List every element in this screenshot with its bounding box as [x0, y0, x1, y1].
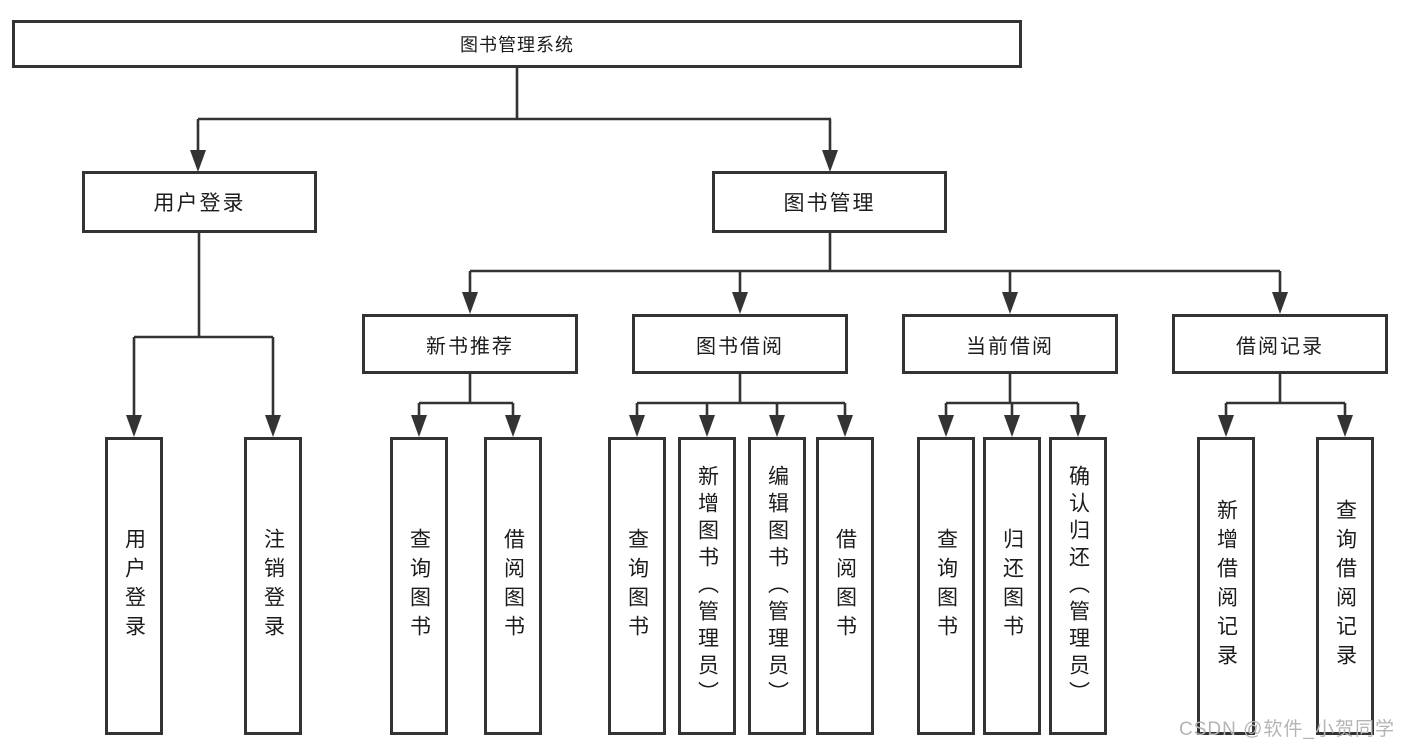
- leaf-borrow-book: 借阅图书: [484, 437, 542, 735]
- leaf-query-borrow-record: 查询借阅记录: [1316, 437, 1374, 735]
- leaf-query-book: 查询图书: [608, 437, 666, 735]
- leaf-return-book: 归还图书: [983, 437, 1041, 735]
- leaf-query-book: 查询图书: [390, 437, 448, 735]
- node-book-management-label: 图书管理: [783, 192, 876, 215]
- node-root: 图书管理系统: [12, 20, 1022, 68]
- node-borrow-record-label: 借阅记录: [1236, 335, 1324, 358]
- leaf-borrow-book-label: 借阅图书: [833, 528, 857, 644]
- connector-book-mgmt-to-level3: [462, 233, 1288, 314]
- leaf-add-borrow-record: 新增借阅记录: [1197, 437, 1255, 735]
- connector-new-book-rec-to-leaves: [411, 374, 521, 437]
- leaf-borrow-book: 借阅图书: [816, 437, 874, 735]
- leaf-user-login: 用户登录: [105, 437, 163, 735]
- leaf-return-book-label: 归还图书: [1000, 528, 1024, 644]
- leaf-edit-book-admin-label: 编辑图书（管理员）: [765, 464, 789, 708]
- leaf-confirm-return-admin-label: 确认归还（管理员）: [1066, 464, 1090, 708]
- leaf-add-book-admin: 新增图书（管理员）: [678, 437, 736, 735]
- node-book-management: 图书管理: [712, 171, 947, 233]
- node-user-login-label: 用户登录: [153, 192, 246, 215]
- connector-book-borrow-to-leaves: [629, 374, 853, 437]
- leaf-user-login-label: 用户登录: [122, 528, 146, 644]
- leaf-logout: 注销登录: [244, 437, 302, 735]
- connector-user-login-to-leaves: [126, 233, 281, 437]
- leaf-query-book-label: 查询图书: [934, 528, 958, 644]
- node-current-borrow: 当前借阅: [902, 314, 1118, 374]
- leaf-logout-label: 注销登录: [261, 528, 285, 644]
- node-book-borrow-label: 图书借阅: [696, 335, 784, 358]
- connector-borrow-record-to-leaves: [1218, 374, 1353, 437]
- connector-root-to-level2: [190, 68, 838, 172]
- leaf-edit-book-admin: 编辑图书（管理员）: [748, 437, 806, 735]
- leaf-query-book-label: 查询图书: [407, 528, 431, 644]
- node-current-borrow-label: 当前借阅: [966, 335, 1054, 358]
- node-borrow-record: 借阅记录: [1172, 314, 1388, 374]
- leaf-borrow-book-label: 借阅图书: [501, 528, 525, 644]
- node-book-borrow: 图书借阅: [632, 314, 848, 374]
- leaf-query-book: 查询图书: [917, 437, 975, 735]
- leaf-confirm-return-admin: 确认归还（管理员）: [1049, 437, 1107, 735]
- node-new-book-recommend: 新书推荐: [362, 314, 578, 374]
- leaf-query-borrow-record-label: 查询借阅记录: [1333, 499, 1357, 673]
- csdn-watermark: CSDN @软件_小贺同学: [1179, 719, 1395, 740]
- leaf-query-book-label: 查询图书: [625, 528, 649, 644]
- node-root-label: 图书管理系统: [460, 35, 574, 55]
- leaf-add-book-admin-label: 新增图书（管理员）: [695, 464, 719, 708]
- node-user-login: 用户登录: [82, 171, 317, 233]
- node-new-book-recommend-label: 新书推荐: [426, 335, 514, 358]
- leaf-add-borrow-record-label: 新增借阅记录: [1214, 499, 1238, 673]
- connector-current-borrow-to-leaves: [938, 374, 1086, 437]
